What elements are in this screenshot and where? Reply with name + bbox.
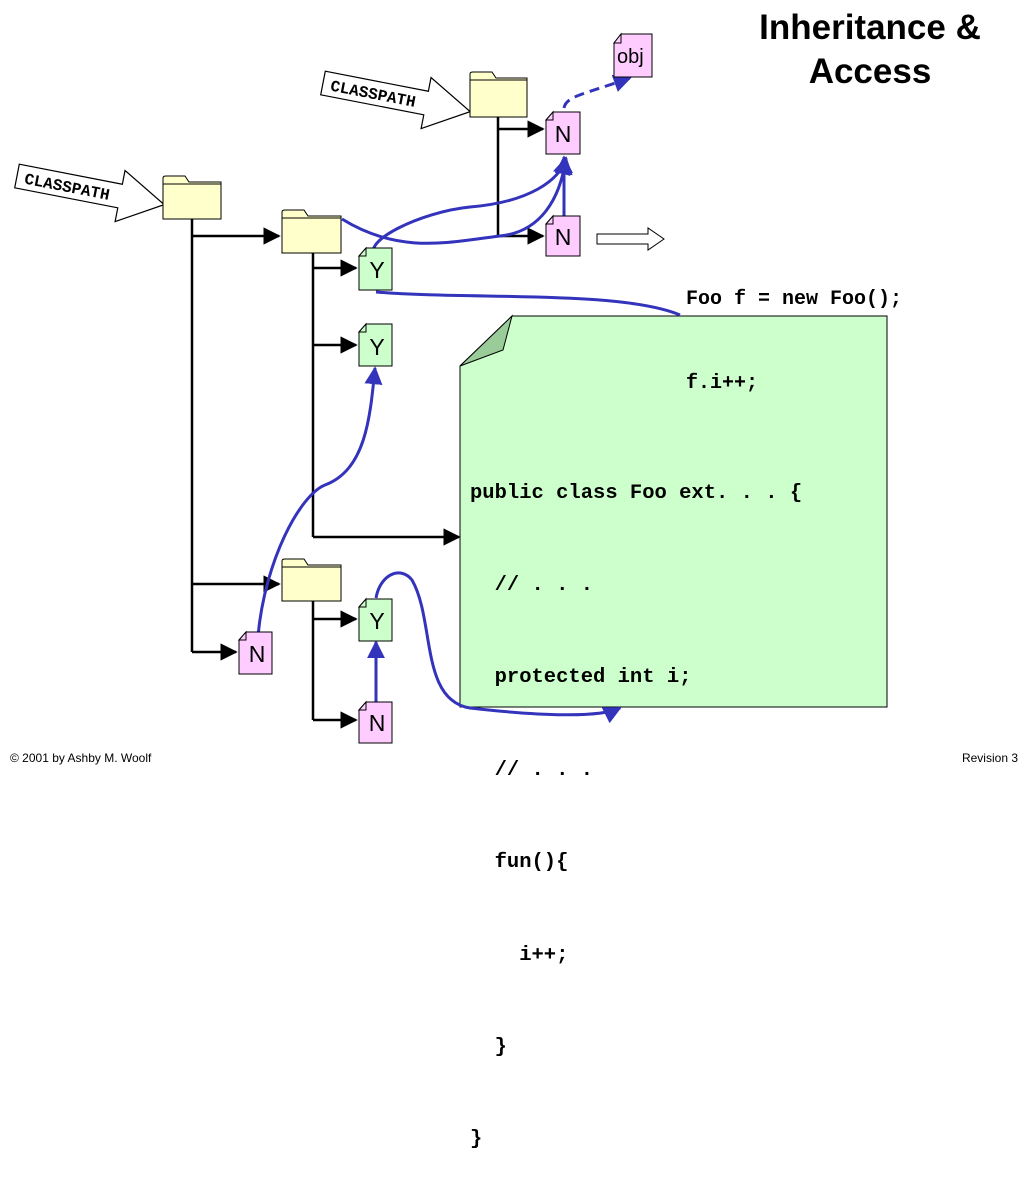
svg-text:N: N xyxy=(555,121,572,147)
svg-text:N: N xyxy=(555,224,572,250)
revision-footer: Revision 3 xyxy=(961,751,1018,765)
code-line: i++; xyxy=(470,943,569,967)
lower-root-folder-icon xyxy=(162,175,222,220)
middle-package-folder-icon xyxy=(281,209,342,254)
slide-title: Inheritance & Access xyxy=(720,6,1020,94)
curve-lower-n-to-y xyxy=(256,366,383,637)
upper-n-badge-2: N xyxy=(544,214,581,257)
foo-class-note xyxy=(459,314,888,708)
copyright-footer: © 2001 by Ashby M. Woolf xyxy=(10,751,152,765)
upper-classpath-arrow: CLASSPATH xyxy=(320,70,472,130)
bottom-n-badge: N xyxy=(357,700,393,744)
svg-text:N: N xyxy=(369,710,386,736)
svg-text:N: N xyxy=(249,641,266,667)
upper-n-badge-1: N xyxy=(544,110,581,155)
svg-text:Y: Y xyxy=(369,608,384,634)
code-line: public class Foo ext. . . { xyxy=(470,481,803,505)
code-line: // . . . xyxy=(470,758,594,782)
code-line: protected int i; xyxy=(470,666,692,690)
lower-classpath-arrow: CLASSPATH xyxy=(14,163,166,223)
lower-package-tree xyxy=(190,219,461,729)
y-badge-3: Y xyxy=(357,597,393,642)
dashed-arrow-to-obj xyxy=(562,74,632,109)
curve-upper-y-to-n xyxy=(372,156,571,258)
curve-upper-y-to-note xyxy=(375,290,681,317)
obj-label: obj xyxy=(617,46,644,68)
code-line: } xyxy=(470,1128,483,1152)
obj-document-icon: obj xyxy=(612,32,653,78)
svg-text:Y: Y xyxy=(369,334,384,360)
y-badge-1: Y xyxy=(357,246,393,291)
title-line-2: Access xyxy=(808,52,932,91)
title-line-1: Inheritance & xyxy=(759,8,981,47)
usage-pointer-arrow xyxy=(596,227,665,251)
foo-class-code-block: public class Foo ext. . . { // . . . pro… xyxy=(470,417,802,1187)
code-line: fun(){ xyxy=(470,851,569,875)
upper-root-folder-icon xyxy=(469,71,528,118)
usage-code-block: Foo f = new Foo(); f.i++; xyxy=(686,230,902,426)
bottom-package-folder-icon xyxy=(281,558,342,602)
access-arrows xyxy=(256,74,681,724)
svg-text:Y: Y xyxy=(369,257,384,283)
curve-folder-to-n xyxy=(341,156,573,245)
usage-code-line: f.i++; xyxy=(686,372,759,395)
usage-code-line: Foo f = new Foo(); xyxy=(686,288,903,311)
inheritance-access-diagram: CLASSPATH CLASSPATH obj N N xyxy=(14,32,888,744)
curve-y-to-note xyxy=(374,571,622,724)
upper-package-tree xyxy=(496,117,545,245)
code-line: // . . . xyxy=(470,573,594,597)
code-line: } xyxy=(470,1035,507,1059)
y-badge-2: Y xyxy=(357,322,393,367)
lower-n-badge: N xyxy=(237,630,273,675)
